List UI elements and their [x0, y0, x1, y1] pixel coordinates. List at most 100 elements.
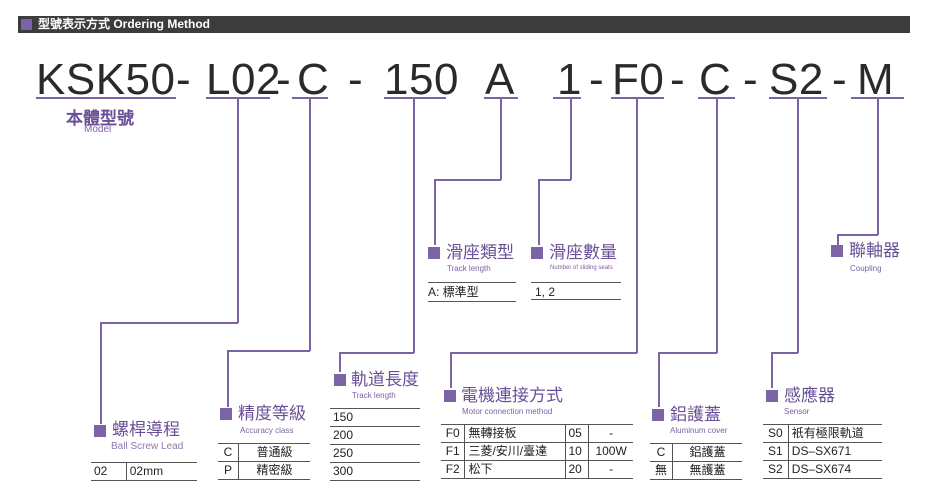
table-row: C 鋁護蓋: [650, 443, 742, 462]
motor-table: F0 無轉接板 05 - F1 三菱/安川/臺達 10 100W F2 松下 2…: [441, 424, 633, 479]
motor-power: 100W: [588, 442, 633, 461]
underline-slider-qty: [553, 97, 581, 99]
table-row: 300: [330, 462, 420, 481]
slider-type-label: 滑座類型: [446, 243, 514, 262]
motor-label: 電機連接方式: [461, 386, 563, 405]
slider-qty-square-icon: [531, 247, 543, 259]
lead-code: 02: [91, 462, 127, 481]
lead-label-en: Ball Screw Lead: [111, 441, 184, 452]
code-accuracy: C: [297, 55, 330, 104]
underline-slider-type: [484, 97, 518, 99]
code-slider-type: A: [485, 55, 515, 104]
accuracy-square-icon: [220, 408, 232, 420]
sensor-code: S2: [763, 460, 789, 479]
connector-motor-v2: [450, 352, 452, 388]
track-value: 300: [330, 462, 420, 481]
track-value: 200: [330, 426, 420, 445]
code-length: 150: [384, 55, 459, 104]
model-label-en: Model: [84, 124, 112, 135]
sensor-code: S0: [763, 424, 789, 443]
sensor-value: 衹有極限軌道: [787, 424, 882, 443]
cover-label-en: Aluminum cover: [670, 426, 728, 435]
model-label: 本體型號: [66, 109, 134, 128]
slider-type-value: A: 標準型: [428, 282, 516, 302]
code-sensor: S2: [769, 55, 824, 104]
underline-coupling: [851, 97, 904, 99]
lead-label: 螺桿導程: [112, 420, 180, 439]
sensor-square-icon: [766, 390, 778, 402]
sensor-table: S0 衹有極限軌道 S1 DS–SX671 S2 DS–SX674: [763, 424, 882, 479]
cover-square-icon: [652, 409, 664, 421]
table-row: P 精密級: [218, 461, 310, 480]
table-row: 02 02mm: [91, 462, 197, 481]
accuracy-value: 精密級: [238, 461, 310, 480]
cover-table: C 鋁護蓋 無 無護蓋: [650, 443, 742, 480]
motor-code: F0: [441, 424, 465, 443]
sensor-label-en: Sensor: [784, 407, 810, 416]
table-row: F2 松下 20 -: [441, 460, 633, 479]
track-value: 250: [330, 444, 420, 463]
connector-sensor: [797, 98, 799, 353]
slider-type-square-icon: [428, 247, 440, 259]
underline-accuracy: [292, 97, 328, 99]
track-label-en: Track length: [352, 391, 396, 400]
code-dash-3: -: [348, 55, 364, 104]
connector-accuracy-v2: [227, 350, 229, 407]
section-header: 型號表示方式 Ordering Method: [18, 16, 910, 33]
connector-lead-v2: [100, 322, 102, 424]
motor-code: F2: [441, 460, 465, 479]
underline-motor: [611, 97, 664, 99]
header-square-icon: [21, 19, 32, 30]
connector-cover-h: [658, 352, 717, 354]
table-row: F0 無轉接板 05 -: [441, 424, 633, 443]
connector-slider-type-v2: [434, 179, 436, 245]
cover-value: 鋁護蓋: [672, 443, 742, 462]
motor-name: 三菱/安川/臺達: [464, 442, 565, 461]
track-table: 150 200 250 300: [330, 408, 420, 481]
slider-qty-label-en: Number of sliding seats: [550, 265, 613, 271]
connector-cover: [716, 98, 718, 353]
code-motor: F0: [612, 55, 665, 104]
connector-slider-qty-v2: [538, 179, 540, 245]
code-dash-2: -: [276, 55, 292, 104]
lead-value: 02mm: [125, 462, 197, 481]
accuracy-table: C 普通級 P 精密級: [218, 443, 310, 480]
connector-length-h: [339, 352, 414, 354]
accuracy-code: C: [218, 443, 239, 462]
motor-size: 10: [564, 442, 589, 461]
accuracy-code: P: [218, 461, 239, 480]
code-cover: C: [699, 55, 732, 104]
connector-length-v2: [339, 352, 341, 372]
connector-coupling-v2: [837, 234, 839, 245]
connector-lead: [237, 98, 239, 323]
connector-accuracy: [309, 98, 311, 351]
table-row: C 普通級: [218, 443, 310, 462]
code-dash-4: -: [589, 55, 605, 104]
table-row: 150: [330, 408, 420, 427]
underline-model: [36, 97, 176, 99]
code-dash-6: -: [743, 55, 759, 104]
table-row: 200: [330, 426, 420, 445]
track-label: 軌道長度: [351, 370, 419, 389]
connector-motor-h: [450, 352, 637, 354]
motor-label-en: Motor connection method: [462, 407, 553, 416]
motor-name: 無轉接板: [464, 424, 565, 443]
connector-slider-type: [500, 98, 502, 180]
connector-sensor-h: [771, 352, 798, 354]
underline-length: [384, 97, 446, 99]
code-slider-qty: 1: [557, 55, 582, 104]
motor-square-icon: [444, 390, 456, 402]
motor-size: 05: [564, 424, 589, 443]
code-dash-7: -: [832, 55, 848, 104]
connector-cover-v2: [658, 352, 660, 407]
connector-lead-h: [100, 322, 238, 324]
slider-type-label-en: Track length: [447, 264, 491, 273]
cover-code: C: [650, 443, 673, 462]
table-row: S1 DS–SX671: [763, 442, 882, 461]
cover-code: 無: [650, 461, 673, 480]
code-dash-5: -: [670, 55, 686, 104]
table-row: 無 無護蓋: [650, 461, 742, 480]
underline-lead: [206, 97, 270, 99]
motor-power: -: [588, 424, 633, 443]
connector-coupling: [877, 98, 879, 235]
